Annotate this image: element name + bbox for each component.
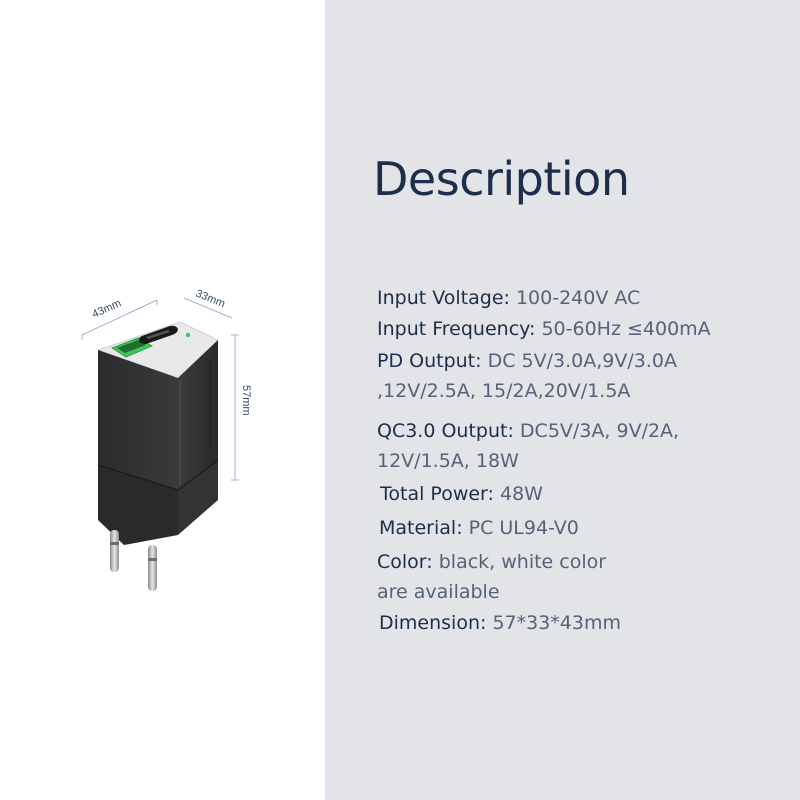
spec-input-frequency: Input Frequency: 50-60Hz ≤400mA bbox=[377, 314, 711, 344]
dimension-line-depth bbox=[183, 297, 233, 319]
spec-color: Color: black, white color are available bbox=[377, 547, 606, 607]
spec-value: DC 5V/3.0A,9V/3.0A bbox=[481, 350, 677, 372]
spec-value: 48W bbox=[493, 483, 543, 505]
charger-body bbox=[96, 321, 219, 545]
spec-dimension: Dimension: 57*33*43mm bbox=[379, 608, 621, 638]
description-panel bbox=[325, 0, 800, 800]
height-dimension-label: 57mm bbox=[240, 385, 252, 416]
depth-dimension-label: 33mm bbox=[194, 288, 227, 311]
spec-input-voltage: Input Voltage: 100-240V AC bbox=[377, 283, 640, 313]
spec-pd-output: PD Output: DC 5V/3.0A,9V/3.0A ,12V/2.5A,… bbox=[377, 346, 677, 406]
spec-value-continued: ,12V/2.5A, 15/2A,20V/1.5A bbox=[377, 380, 631, 402]
spec-label: QC3.0 Output: bbox=[377, 420, 514, 442]
spec-total-power: Total Power: 48W bbox=[380, 479, 543, 509]
spec-label: Material: bbox=[379, 517, 463, 539]
usb-c-port bbox=[139, 325, 178, 344]
spec-value: 100-240V AC bbox=[509, 287, 641, 309]
spec-value: DC5V/3A, 9V/2A, bbox=[513, 420, 680, 442]
spec-value: PC UL94-V0 bbox=[462, 517, 579, 539]
spec-label: Input Voltage: bbox=[377, 287, 510, 309]
charger-illustration: 43mm 33mm 57mm bbox=[81, 288, 252, 591]
spec-label: Color: bbox=[377, 551, 433, 573]
spec-value: 57*33*43mm bbox=[486, 612, 621, 634]
page-title: Description bbox=[373, 152, 630, 206]
spec-label: Input Frequency: bbox=[377, 318, 536, 340]
spec-value-continued: are available bbox=[377, 581, 500, 603]
dimension-line-height bbox=[231, 334, 239, 481]
width-dimension-label: 43mm bbox=[90, 297, 123, 320]
spec-value: black, white color bbox=[432, 551, 607, 573]
spec-value: 50-60Hz ≤400mA bbox=[535, 318, 711, 340]
dimension-line-width bbox=[81, 299, 158, 340]
plug-pins bbox=[110, 530, 157, 591]
spec-value-continued: 12V/1.5A, 18W bbox=[377, 450, 519, 472]
spec-label: PD Output: bbox=[377, 350, 482, 372]
spec-material: Material: PC UL94-V0 bbox=[379, 513, 579, 543]
led-indicator-icon bbox=[185, 332, 191, 338]
spec-qc3-output: QC3.0 Output: DC5V/3A, 9V/2A, 12V/1.5A, … bbox=[377, 416, 679, 476]
spec-label: Dimension: bbox=[379, 612, 487, 634]
spec-label: Total Power: bbox=[380, 483, 494, 505]
